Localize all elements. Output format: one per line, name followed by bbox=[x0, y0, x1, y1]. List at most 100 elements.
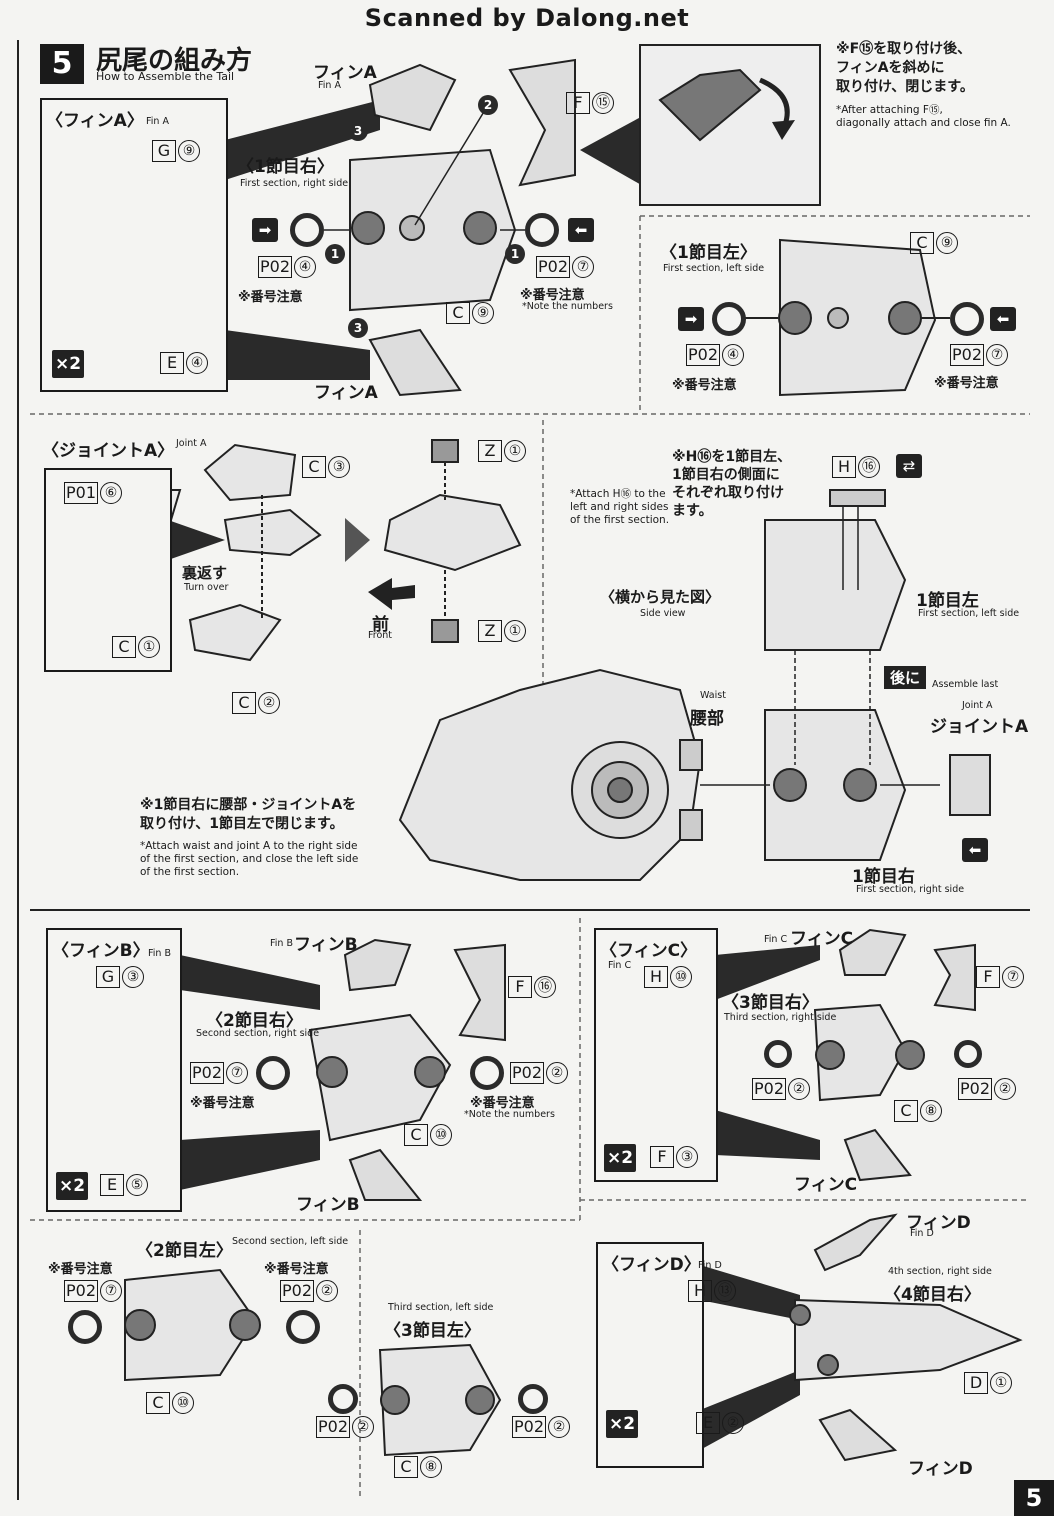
callout-f15-jp: ※F⑮を取り付け後、 フィンAを斜めに 取り付け、閉じます。 bbox=[836, 41, 974, 95]
arrow-left-icon: ⬅ bbox=[962, 838, 988, 862]
fin-b-label-bottom: フィンB bbox=[296, 1195, 360, 1215]
joint-a-title: 〈ジョイントA〉 bbox=[42, 441, 175, 461]
fin-a-label-top-en: Fin A bbox=[318, 80, 341, 91]
swap-icon: ⇄ bbox=[896, 454, 922, 478]
sec3-right-title: 〈3節目右〉 bbox=[722, 993, 819, 1013]
multiplier-badge: ×2 bbox=[606, 1410, 638, 1438]
note-numbers-right-en: *Note the numbers bbox=[522, 301, 613, 312]
fin-c-label-top-en: Fin C bbox=[764, 934, 788, 945]
note-numbers-left: ※番号注意 bbox=[48, 1262, 113, 1277]
arrow-left-icon: ⬅ bbox=[990, 307, 1016, 331]
page-number: 5 bbox=[1014, 1480, 1054, 1516]
front-label-en: Front bbox=[368, 630, 393, 641]
turn-over-label-en: Turn over bbox=[184, 582, 229, 593]
multiplier-badge: ×2 bbox=[56, 1172, 88, 1200]
sec3-right-title-en: Third section, right side bbox=[724, 1012, 837, 1023]
arrow-right-icon: ➡ bbox=[678, 307, 704, 331]
fin-b-label-top: フィンB bbox=[294, 935, 358, 955]
fin-a-title: 〈フィンA〉 bbox=[46, 111, 144, 131]
step-title-en: How to Assemble the Tail bbox=[96, 70, 235, 83]
sec1-right-title: 〈1節目右〉 bbox=[237, 157, 334, 177]
polycap-icon bbox=[764, 1040, 792, 1068]
step-num-3: 3 bbox=[348, 318, 368, 338]
fin-c-title: 〈フィンC〉 bbox=[600, 941, 698, 961]
sec1-right-label-en: First section, right side bbox=[856, 884, 965, 895]
note-numbers-left: ※番号注意 bbox=[672, 378, 737, 393]
sec4-right-title-en: 4th section, right side bbox=[888, 1266, 992, 1277]
fin-c-label-bottom: フィンC bbox=[794, 1175, 858, 1195]
fin-c-title-en: Fin C bbox=[608, 960, 632, 971]
note-numbers-right: ※番号注意 bbox=[470, 1096, 535, 1111]
polycap-icon bbox=[256, 1056, 290, 1090]
fin-b-title: 〈フィンB〉 bbox=[52, 941, 150, 961]
arrow-right-icon: ➡ bbox=[252, 218, 278, 242]
fin-c-box bbox=[594, 928, 718, 1182]
fin-d-label-top-en: Fin D bbox=[910, 1228, 934, 1239]
polycap-icon bbox=[954, 1040, 982, 1068]
polycap-icon bbox=[328, 1384, 358, 1414]
fin-a-title-en: Fin A bbox=[146, 116, 169, 127]
note-numbers-right-en: *Note the numbers bbox=[464, 1109, 555, 1120]
multiplier-badge: ×2 bbox=[604, 1144, 636, 1172]
arrow-left-icon: ⬅ bbox=[568, 218, 594, 242]
h16-note-jp: ※H⑯を1節目左、 1節目右の側面に それぞれ取り付け ます。 bbox=[672, 449, 792, 519]
sec3-left-title-en: Third section, left side bbox=[388, 1302, 494, 1313]
fin-b-title-en: Fin B bbox=[148, 948, 171, 959]
sec2-left-title: 〈2節目左〉 bbox=[136, 1241, 233, 1261]
multiplier-badge: ×2 bbox=[52, 350, 84, 378]
note-numbers-left: ※番号注意 bbox=[190, 1096, 255, 1111]
h16-note-en: *Attach H⑯ to the left and right sides o… bbox=[570, 488, 670, 526]
waist-label-en: Waist bbox=[700, 690, 726, 701]
note-numbers-left: ※番号注意 bbox=[238, 290, 303, 305]
note-numbers-right: ※番号注意 bbox=[520, 288, 585, 303]
assemble-last-en: Assemble last bbox=[932, 679, 999, 690]
step-title-jp: 尻尾の組み方 bbox=[96, 46, 253, 76]
step-num-2: 2 bbox=[478, 95, 498, 115]
sec3-left-title: 〈3節目左〉 bbox=[384, 1321, 481, 1341]
fin-b-label-top-en: Fin B bbox=[270, 938, 293, 949]
front-label: 前 bbox=[372, 615, 389, 635]
joint-a-label-en: Joint A bbox=[962, 700, 993, 711]
note-numbers-right: ※番号注意 bbox=[264, 1262, 329, 1277]
polycap-icon bbox=[286, 1310, 320, 1344]
turn-over-label: 裏返す bbox=[182, 564, 228, 582]
side-view-title-en: Side view bbox=[640, 608, 686, 619]
joint-a-title-en: Joint A bbox=[176, 438, 207, 449]
sec1-left-label: 1節目左 bbox=[916, 591, 979, 611]
sec1-left-title-en: First section, left side bbox=[663, 263, 765, 274]
sec1-left-label-en: First section, left side bbox=[918, 608, 1020, 619]
fin-d-label-top: フィンD bbox=[906, 1213, 971, 1233]
sec2-left-title-en: Second section, left side bbox=[232, 1236, 349, 1247]
sec1-right-title-en: First section, right side bbox=[240, 178, 349, 189]
